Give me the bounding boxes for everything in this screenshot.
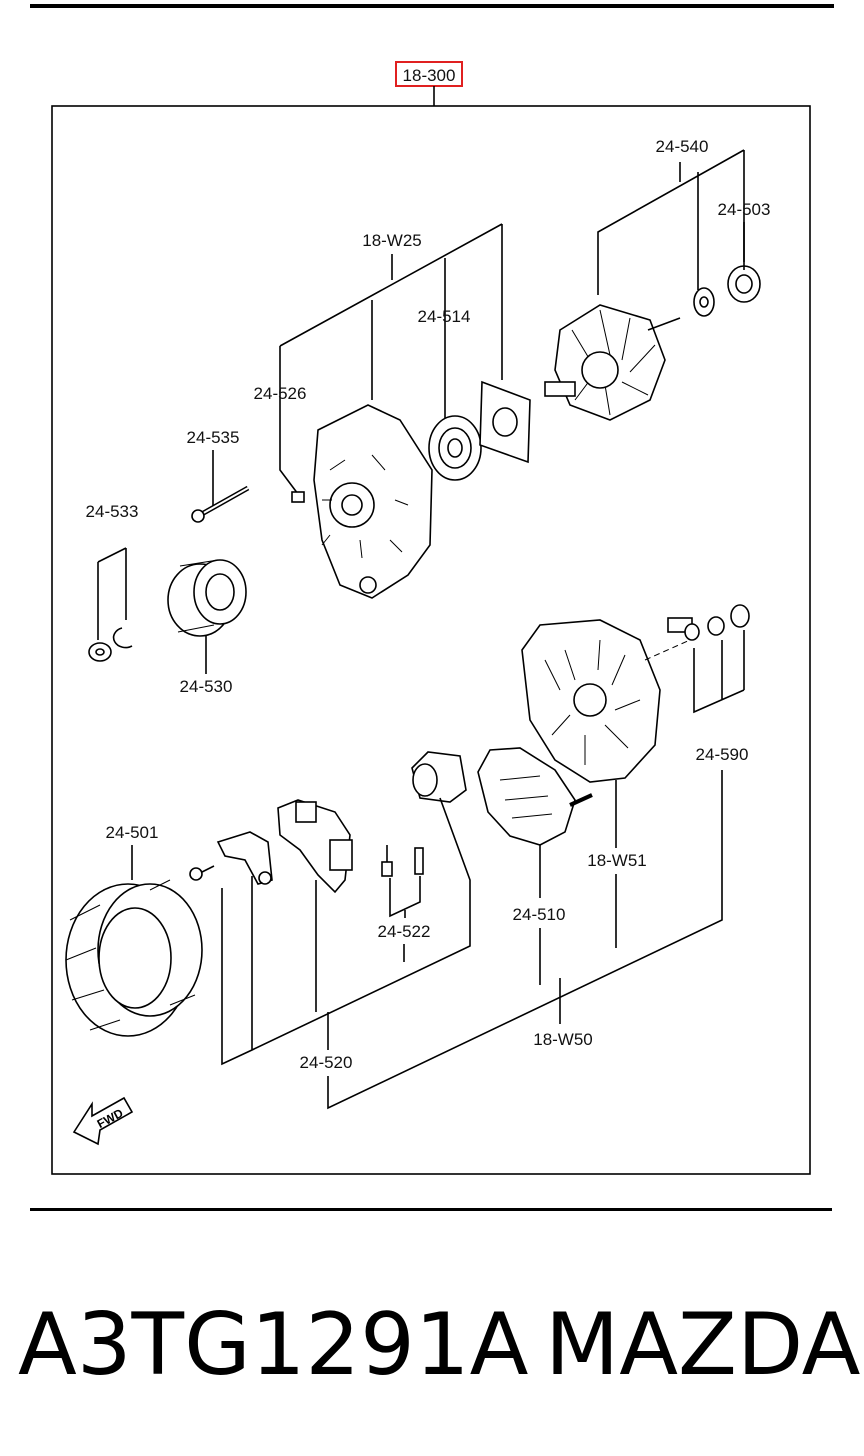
label-24-520[interactable]: 24-520 <box>300 1053 353 1072</box>
label-24-510[interactable]: 24-510 <box>513 905 566 924</box>
label-24-514[interactable]: 24-514 <box>418 307 471 326</box>
bottom-divider <box>30 1208 832 1211</box>
label-24-526[interactable]: 24-526 <box>254 384 307 403</box>
terminal-washer-part <box>707 616 725 636</box>
lock-washer-part <box>112 627 133 649</box>
front-bearing-part <box>428 415 482 481</box>
label-24-530[interactable]: 24-530 <box>180 677 233 696</box>
diagram-frame <box>51 105 811 1175</box>
rectifier-part <box>477 747 593 846</box>
highlight-box <box>395 61 463 87</box>
front-housing-part <box>313 404 433 599</box>
label-24-503[interactable]: 24-503 <box>718 200 771 219</box>
stator-part <box>65 879 203 1037</box>
brush-cover-part <box>411 751 467 803</box>
screw-24-520-part <box>189 865 215 881</box>
terminal-nut-part <box>730 604 750 628</box>
brush-holder-part <box>381 845 424 877</box>
footer: A3TG1291A MAZDA <box>0 1290 864 1400</box>
label-18-W50[interactable]: 18-W50 <box>533 1030 593 1049</box>
rotor-part <box>544 304 681 421</box>
label-24-522[interactable]: 24-522 <box>378 922 431 941</box>
part-number: A3TG1291A <box>18 1295 529 1395</box>
label-24-533[interactable]: 24-533 <box>86 502 139 521</box>
regulator-part <box>277 799 353 894</box>
alternator-exploded-diagram: 18-300 24-540 24-503 18-W25 24-514 24-52… <box>51 61 811 1175</box>
fwd-arrow-icon: FWD <box>72 1096 134 1146</box>
bearing-retainer-plate-part <box>479 380 531 464</box>
label-24-501[interactable]: 24-501 <box>106 823 159 842</box>
terminal-bolt-part <box>667 617 700 641</box>
screw-24-526-part <box>291 491 305 503</box>
pulley-nut-part <box>88 642 112 662</box>
top-divider <box>30 4 834 8</box>
through-bolt-part <box>191 485 250 523</box>
brand-name: MAZDA <box>545 1295 861 1395</box>
rear-bearing-part <box>727 265 761 303</box>
terminal-plate-part <box>216 831 273 885</box>
main-ref-label[interactable]: 18-300 <box>403 66 456 85</box>
label-24-535[interactable]: 24-535 <box>187 428 240 447</box>
rear-housing-part <box>521 619 661 783</box>
label-24-540[interactable]: 24-540 <box>656 137 709 156</box>
label-24-590[interactable]: 24-590 <box>696 745 749 764</box>
pulley-part <box>167 559 247 637</box>
label-18-W25[interactable]: 18-W25 <box>362 231 422 250</box>
label-18-W51[interactable]: 18-W51 <box>587 851 647 870</box>
